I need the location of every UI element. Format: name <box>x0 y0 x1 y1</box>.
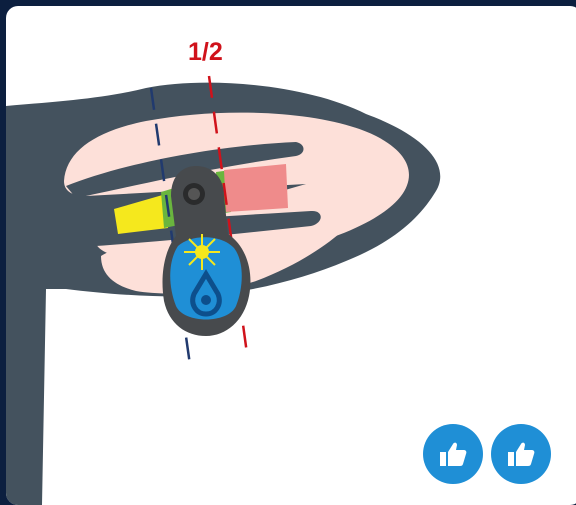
sensor-light-icon <box>184 234 220 270</box>
fraction-label: 1/2 <box>188 38 223 66</box>
finger-sensor-illustration <box>6 75 441 505</box>
guide-lines <box>149 75 250 373</box>
blood-drop-icon <box>190 269 222 317</box>
pulse-oximeter-sensor-icon <box>162 166 251 336</box>
thumbs-up-button-2[interactable] <box>491 424 551 484</box>
thumbs-up-button-1[interactable] <box>423 424 483 484</box>
thumbs-up-icon <box>440 442 467 466</box>
content-card: 1/2 <box>6 6 576 505</box>
thumbs-up-icon <box>508 442 535 466</box>
